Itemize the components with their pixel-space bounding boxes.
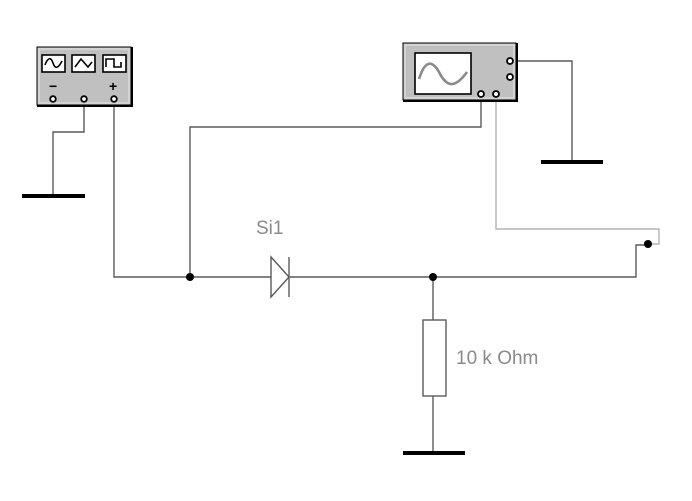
fg-minus-label: − (49, 78, 57, 94)
scope-terminal-channel-a[interactable] (477, 90, 485, 98)
fg-terminal-common[interactable] (80, 95, 88, 103)
wire-scope-ground[interactable] (513, 60, 573, 162)
fg-bevel (38, 48, 130, 104)
function-generator[interactable]: − + (36, 46, 133, 107)
scope-terminal-trigger[interactable] (506, 73, 514, 81)
wire-diode-out[interactable] (289, 244, 648, 278)
triangle-icon (74, 57, 93, 69)
wire-fg-common[interactable] (52, 101, 85, 196)
sine-icon (44, 57, 63, 69)
wires (52, 60, 660, 453)
scope-terminal-channel-b[interactable] (492, 90, 500, 98)
wire-fg-plus[interactable] (113, 101, 190, 278)
junction-node-2 (429, 273, 437, 281)
diode-triangle-icon (270, 255, 290, 299)
fg-terminal-plus[interactable] (110, 95, 118, 103)
wire-scope-b[interactable] (495, 96, 660, 245)
resistor-label: 10 k Ohm (456, 348, 538, 369)
wire-scope-a[interactable] (189, 96, 482, 277)
sine-wave-button[interactable] (41, 54, 66, 73)
scope-screen (414, 52, 472, 95)
resistor-10k[interactable]: 10 k Ohm (422, 319, 538, 397)
diode-si1[interactable]: Si1 (256, 218, 290, 299)
fg-plus-label: + (109, 78, 117, 94)
square-wave-button[interactable] (102, 54, 127, 73)
sine-wave-display-icon (417, 62, 469, 86)
triangle-wave-button[interactable] (71, 54, 96, 73)
square-icon (105, 58, 122, 68)
oscilloscope[interactable] (402, 42, 518, 102)
fg-terminal-minus[interactable] (49, 95, 57, 103)
junction-probe (644, 240, 652, 248)
scope-bevel (404, 44, 515, 99)
junction-node-1 (186, 273, 194, 281)
resistor-body (422, 319, 447, 397)
diode-label: Si1 (256, 218, 283, 239)
scope-terminal-ground[interactable] (506, 57, 514, 65)
